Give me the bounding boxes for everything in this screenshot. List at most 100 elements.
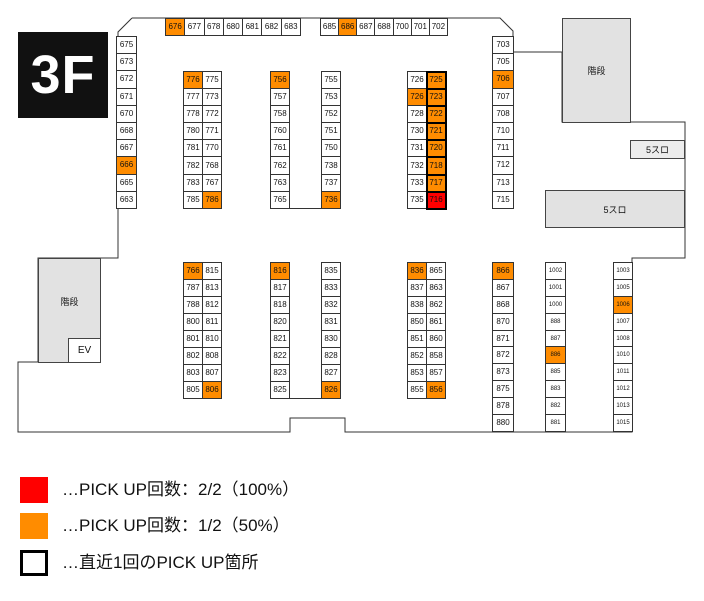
machine-873: 873 (493, 364, 514, 382)
slot5-small-label: 5スロ (645, 145, 669, 155)
machine-1001: 1001 (546, 279, 566, 297)
machine-880: 880 (493, 415, 514, 432)
machine-833: 833 (322, 280, 341, 297)
machine-783: 783 (184, 174, 203, 192)
machine-800: 800 (184, 314, 203, 331)
machine-703: 703 (493, 37, 514, 55)
machine-857: 857 (427, 365, 446, 382)
machine-822: 822 (271, 348, 290, 365)
machine-1015: 1015 (614, 415, 633, 432)
slot5-large-area: 5スロ (545, 190, 685, 228)
machine-827: 827 (322, 365, 341, 382)
machine-723: 723 (426, 87, 447, 107)
machine-882: 882 (546, 398, 566, 416)
machine-780: 780 (184, 123, 203, 141)
machine-865: 865 (427, 263, 446, 280)
machine-670: 670 (117, 105, 137, 123)
machine-835: 835 (322, 263, 341, 280)
machine-830: 830 (322, 331, 341, 348)
machine-687: 687 (357, 19, 376, 36)
legend-item-pickup-twice: …PICK UP回数：2/2（100%） (20, 477, 299, 503)
stairs-right-area: 階段 (562, 18, 631, 123)
machine-805: 805 (184, 382, 203, 399)
machine-675: 675 (117, 37, 137, 55)
machine-766: 766 (184, 263, 203, 280)
machine-683: 683 (281, 19, 301, 36)
machine-736: 736 (322, 191, 341, 209)
machine-831: 831 (322, 314, 341, 331)
machine-807: 807 (203, 365, 222, 382)
machine-760: 760 (271, 123, 290, 141)
machine-750: 750 (322, 140, 341, 158)
machine-811: 811 (203, 314, 222, 331)
machine-1011: 1011 (614, 364, 633, 382)
machine-1002: 1002 (546, 263, 566, 280)
machine-788: 788 (184, 297, 203, 314)
machine-801: 801 (184, 331, 203, 348)
machine-688: 688 (375, 19, 394, 36)
machine-886: 886 (546, 347, 566, 365)
legend-swatch-outlined (20, 550, 48, 576)
machine-810: 810 (203, 331, 222, 348)
machine-812: 812 (203, 297, 222, 314)
machine-867: 867 (493, 279, 514, 297)
machine-818: 818 (271, 297, 290, 314)
machine-1012: 1012 (614, 381, 633, 399)
machine-677: 677 (185, 19, 205, 36)
machine-802: 802 (184, 348, 203, 365)
machine-718: 718 (426, 156, 447, 176)
machine-828: 828 (322, 348, 341, 365)
machine-705: 705 (493, 54, 514, 72)
legend-item-pickup-once: …PICK UP回数：1/2（50%） (20, 513, 290, 539)
machine-866: 866 (493, 263, 514, 280)
machine-666: 666 (117, 157, 137, 175)
machine-712: 712 (493, 157, 514, 175)
machine-738: 738 (322, 157, 341, 175)
machine-850: 850 (408, 314, 427, 331)
machine-881: 881 (546, 415, 566, 432)
machine-1000: 1000 (546, 296, 566, 314)
machine-756: 756 (271, 71, 290, 89)
machine-768: 768 (203, 157, 222, 175)
machine-730: 730 (408, 123, 427, 141)
machine-816: 816 (271, 263, 290, 280)
machine-671: 671 (117, 88, 137, 106)
machine-751: 751 (322, 123, 341, 141)
machine-755: 755 (322, 71, 341, 89)
machine-706: 706 (493, 71, 514, 89)
machine-776: 776 (184, 71, 203, 89)
machine-820: 820 (271, 314, 290, 331)
machine-672: 672 (117, 71, 137, 89)
machine-667: 667 (117, 140, 137, 158)
stairs-right-label: 階段 (587, 66, 606, 76)
machine-770: 770 (203, 140, 222, 158)
machine-888: 888 (546, 313, 566, 331)
machine-856: 856 (427, 382, 446, 399)
machine-668: 668 (117, 123, 137, 141)
machine-1008: 1008 (614, 330, 633, 348)
machine-762: 762 (271, 157, 290, 175)
machine-815: 815 (203, 263, 222, 280)
machine-700: 700 (393, 19, 412, 36)
legend-swatch-red (20, 477, 48, 503)
machine-728: 728 (408, 105, 427, 124)
machine-731: 731 (408, 140, 427, 158)
machine-676: 676 (166, 19, 186, 36)
machine-726: 726 (408, 88, 427, 106)
machine-1013: 1013 (614, 398, 633, 416)
machine-852: 852 (408, 348, 427, 365)
machine-823: 823 (271, 365, 290, 382)
machine-732: 732 (408, 157, 427, 175)
machine-855: 855 (408, 382, 427, 399)
machine-861: 861 (427, 314, 446, 331)
machine-813: 813 (203, 280, 222, 297)
machine-1010: 1010 (614, 347, 633, 365)
